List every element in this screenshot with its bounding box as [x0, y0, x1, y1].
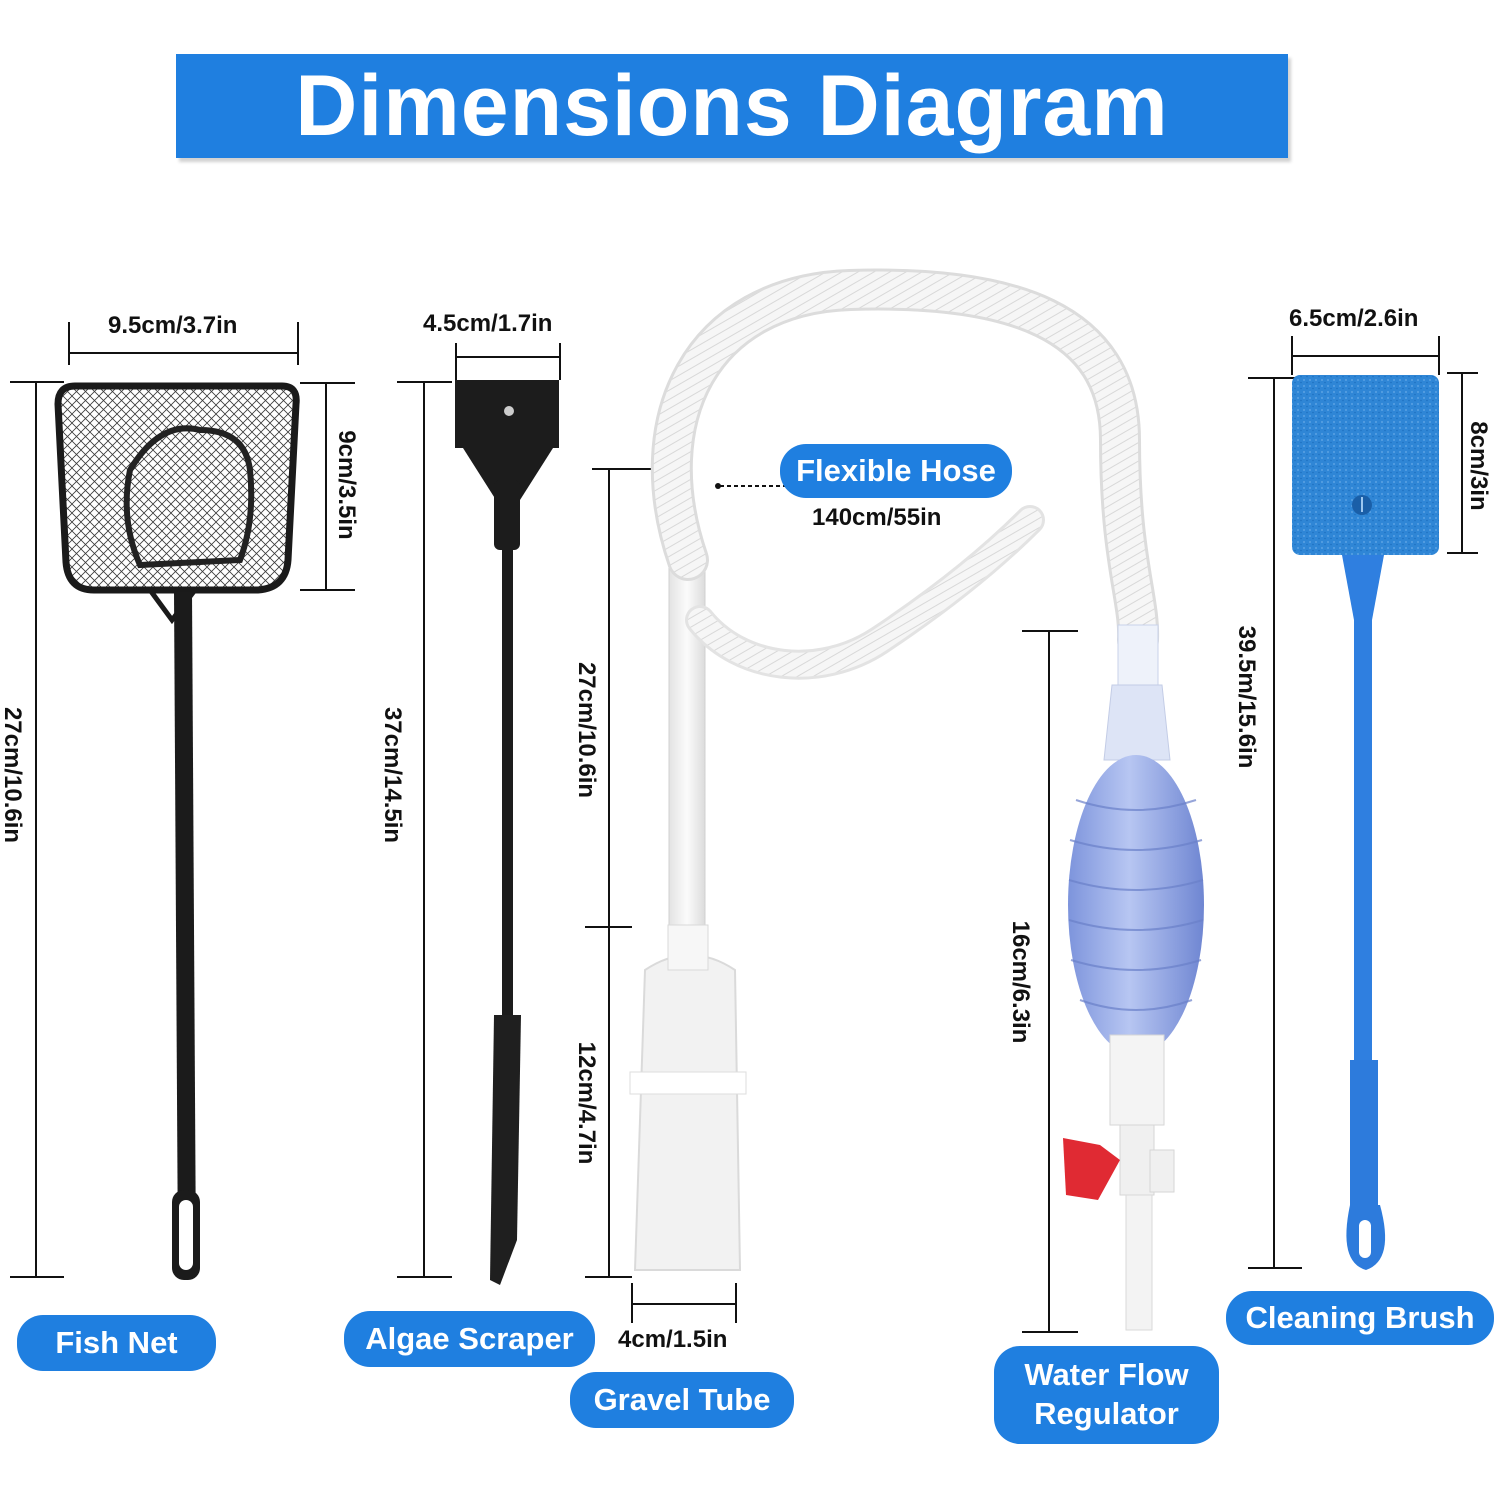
flexible-hose-image [650, 268, 1160, 680]
label-fish-net: Fish Net [17, 1315, 216, 1371]
gravel-tube-image [629, 559, 747, 1271]
cleaning-brush-image [1292, 375, 1439, 1270]
fish-net-head-height: 9cm/3.5in [333, 430, 360, 540]
brush-head-height: 8cm/3in [1465, 421, 1492, 511]
fish-net-length: 27cm/10.6in [0, 706, 26, 844]
water-flow-regulator-image [1063, 624, 1204, 1331]
page-title: Dimensions Diagram [295, 57, 1169, 154]
label-flexible-hose: Flexible Hose [780, 444, 1012, 498]
hose-length: 140cm/55in [812, 504, 942, 531]
title-banner: Dimensions Diagram [176, 54, 1288, 158]
gravel-tube-length: 27cm/10.6in [573, 661, 600, 799]
algae-scraper-image [455, 380, 559, 1285]
brush-width: 6.5cm/2.6in [1289, 305, 1419, 332]
gravel-tube-width: 4cm/1.5in [618, 1326, 728, 1353]
scraper-width: 4.5cm/1.7in [423, 310, 553, 337]
regulator-length: 16cm/6.3in [1007, 920, 1034, 1044]
label-algae-scraper: Algae Scraper [344, 1311, 595, 1367]
fish-net-width: 9.5cm/3.7in [108, 312, 238, 339]
scraper-length: 37cm/14.5in [379, 706, 406, 844]
label-water-flow-regulator: Water Flow Regulator [994, 1346, 1219, 1444]
gravel-cylinder-length: 12cm/4.7in [573, 1041, 600, 1165]
fish-net-image [54, 382, 300, 1280]
brush-length: 39.5m/15.6in [1233, 625, 1260, 769]
label-cleaning-brush: Cleaning Brush [1226, 1291, 1494, 1345]
label-gravel-tube: Gravel Tube [570, 1372, 794, 1428]
